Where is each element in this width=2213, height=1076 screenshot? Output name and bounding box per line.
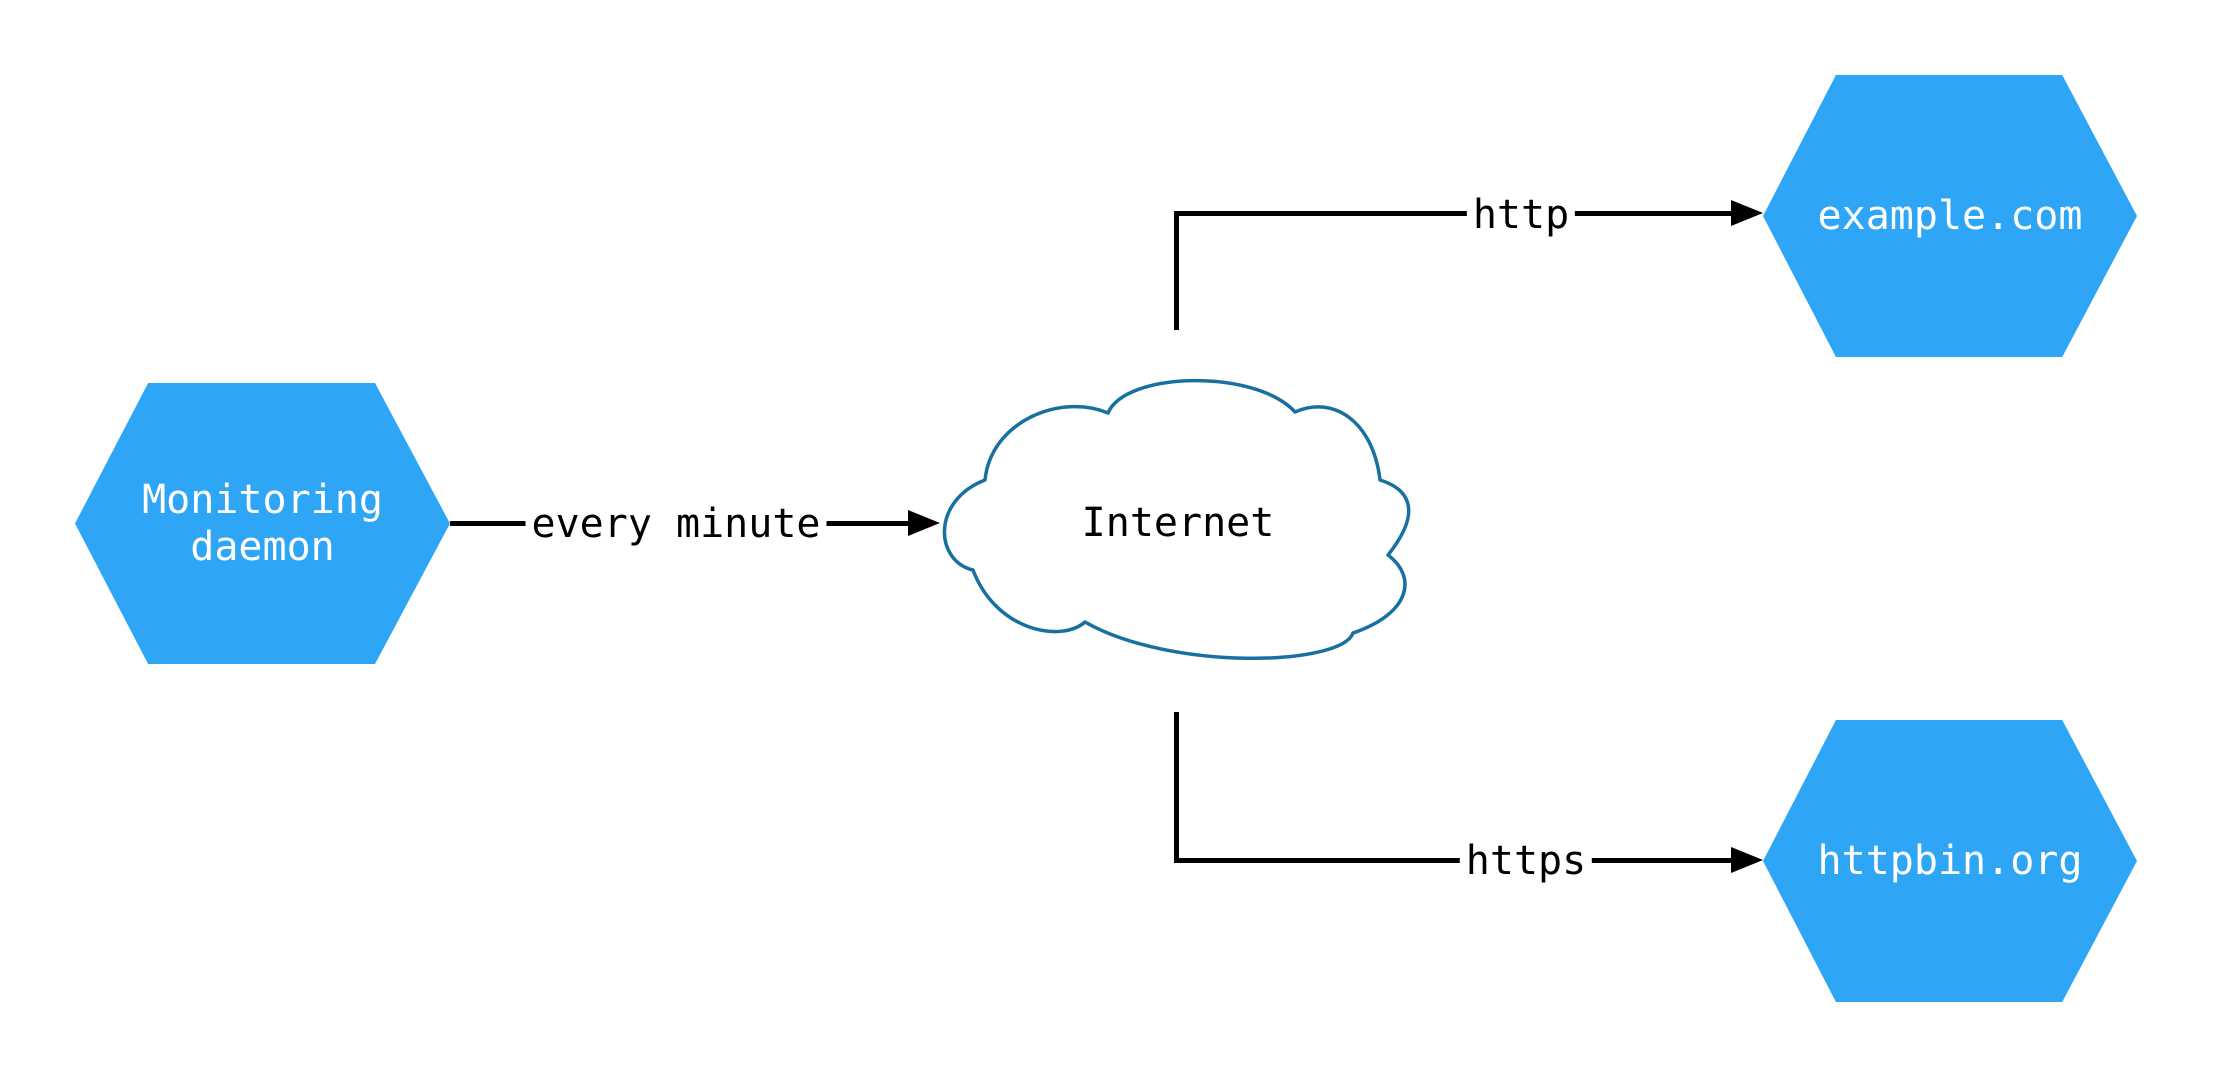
edge-label-https: https bbox=[1459, 838, 1593, 884]
arrowhead-icon bbox=[908, 510, 940, 536]
edge-https-line-horizontal bbox=[1174, 858, 1731, 863]
edge-label-http: http bbox=[1466, 192, 1576, 238]
node-internet-label: Internet bbox=[1081, 500, 1275, 546]
cloud-outline bbox=[942, 378, 1411, 660]
edge-http-line-vertical bbox=[1174, 211, 1179, 330]
node-httpbin-org-label: httpbin.org bbox=[1817, 837, 2083, 884]
cloud-icon bbox=[942, 378, 1411, 660]
node-example-com: example.com bbox=[1763, 75, 2137, 357]
node-httpbin-org: httpbin.org bbox=[1763, 720, 2137, 1002]
edge-https-line-vertical bbox=[1174, 712, 1179, 862]
arrowhead-icon bbox=[1731, 847, 1763, 873]
arrowhead-icon bbox=[1731, 200, 1763, 226]
node-monitoring-daemon: Monitoring daemon bbox=[75, 383, 450, 664]
node-example-com-label: example.com bbox=[1817, 192, 2083, 239]
edge-http-line-horizontal bbox=[1174, 211, 1731, 216]
node-monitoring-daemon-label: Monitoring daemon bbox=[142, 476, 383, 570]
edge-label-every-minute: every minute bbox=[525, 501, 827, 547]
